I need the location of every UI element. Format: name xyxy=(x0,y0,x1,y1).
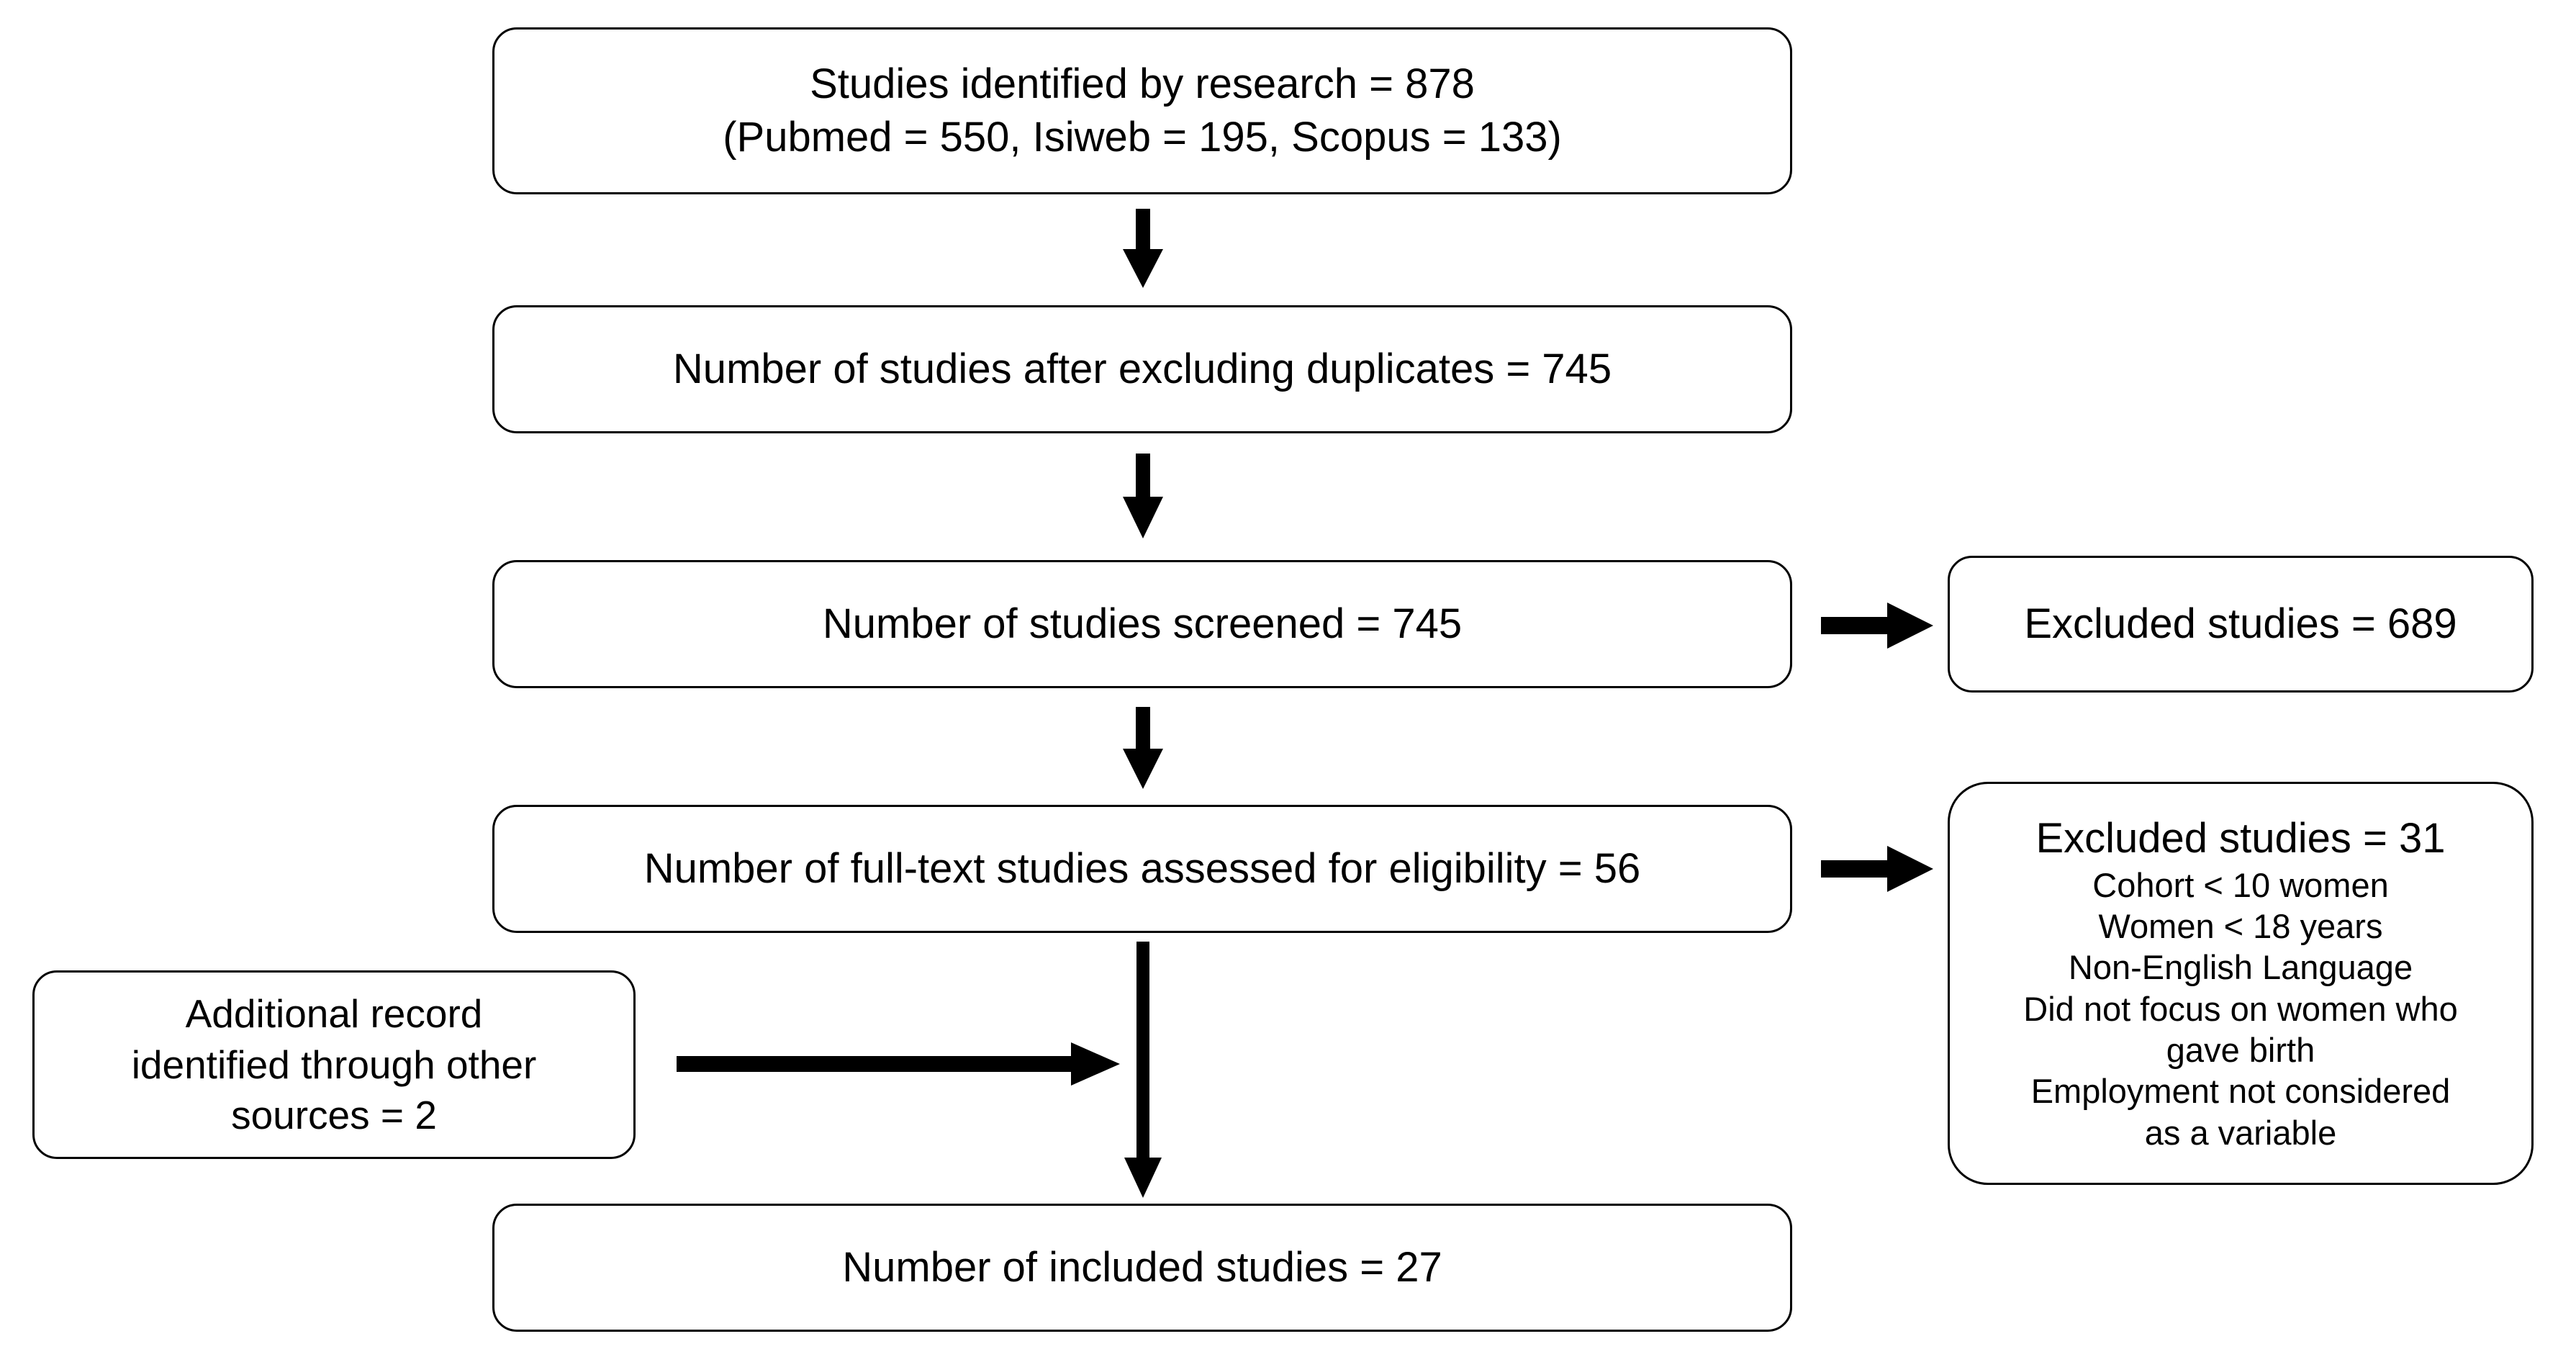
node-excluded-screened-line-1: Excluded studies = 689 xyxy=(2024,600,2457,647)
node-excluded-fulltext-reason-4: Did not focus on women who xyxy=(2023,989,2458,1028)
node-excluded-fulltext-reason-7: as a variable xyxy=(2144,1113,2337,1152)
node-fulltext-assessed: Number of full-text studies assessed for… xyxy=(492,805,1792,933)
node-studies-identified-line-2: (Pubmed = 550, Isiweb = 195, Scopus = 13… xyxy=(723,114,1562,161)
node-studies-screened-line-1: Number of studies screened = 745 xyxy=(822,600,1463,647)
arrow-screened-to-excluded xyxy=(1821,600,1936,651)
arrow-duplicates-to-screened xyxy=(1117,454,1169,538)
node-additional-records-line-1: Additional record xyxy=(185,991,483,1037)
node-additional-records-line-2: identified through other xyxy=(131,1042,537,1087)
node-studies-identified-line-1: Studies identified by research = 878 xyxy=(810,60,1475,107)
node-excluded-fulltext-reason-1: Cohort < 10 women xyxy=(2092,865,2389,904)
node-excluded-screened: Excluded studies = 689 xyxy=(1948,556,2534,693)
arrow-fulltext-to-excluded xyxy=(1821,844,1936,894)
node-excluded-fulltext-reason-5: gave birth xyxy=(2166,1031,2315,1070)
node-after-duplicates: Number of studies after excluding duplic… xyxy=(492,305,1792,433)
node-after-duplicates-line-1: Number of studies after excluding duplic… xyxy=(672,345,1612,392)
node-included-studies-line-1: Number of included studies = 27 xyxy=(842,1243,1442,1291)
arrow-additional-to-included xyxy=(677,1041,1123,1087)
node-excluded-fulltext-heading: Excluded studies = 31 xyxy=(2035,814,2446,862)
node-excluded-fulltext: Excluded studies = 31 Cohort < 10 women … xyxy=(1948,782,2534,1185)
node-excluded-fulltext-reason-2: Women < 18 years xyxy=(2098,907,2383,946)
node-fulltext-assessed-line-1: Number of full-text studies assessed for… xyxy=(643,844,1641,892)
node-excluded-fulltext-reason-6: Employment not considered xyxy=(2030,1072,2451,1111)
node-additional-records: Additional record identified through oth… xyxy=(32,970,636,1159)
arrow-screened-to-fulltext xyxy=(1117,707,1169,789)
node-studies-identified: Studies identified by research = 878 (Pu… xyxy=(492,27,1792,194)
node-studies-screened: Number of studies screened = 745 xyxy=(492,560,1792,688)
arrow-identified-to-duplicates xyxy=(1117,209,1169,288)
node-excluded-fulltext-reason-3: Non-English Language xyxy=(2068,948,2413,987)
node-included-studies: Number of included studies = 27 xyxy=(492,1204,1792,1332)
node-additional-records-line-3: sources = 2 xyxy=(231,1093,437,1138)
arrow-fulltext-to-included xyxy=(1120,942,1166,1198)
